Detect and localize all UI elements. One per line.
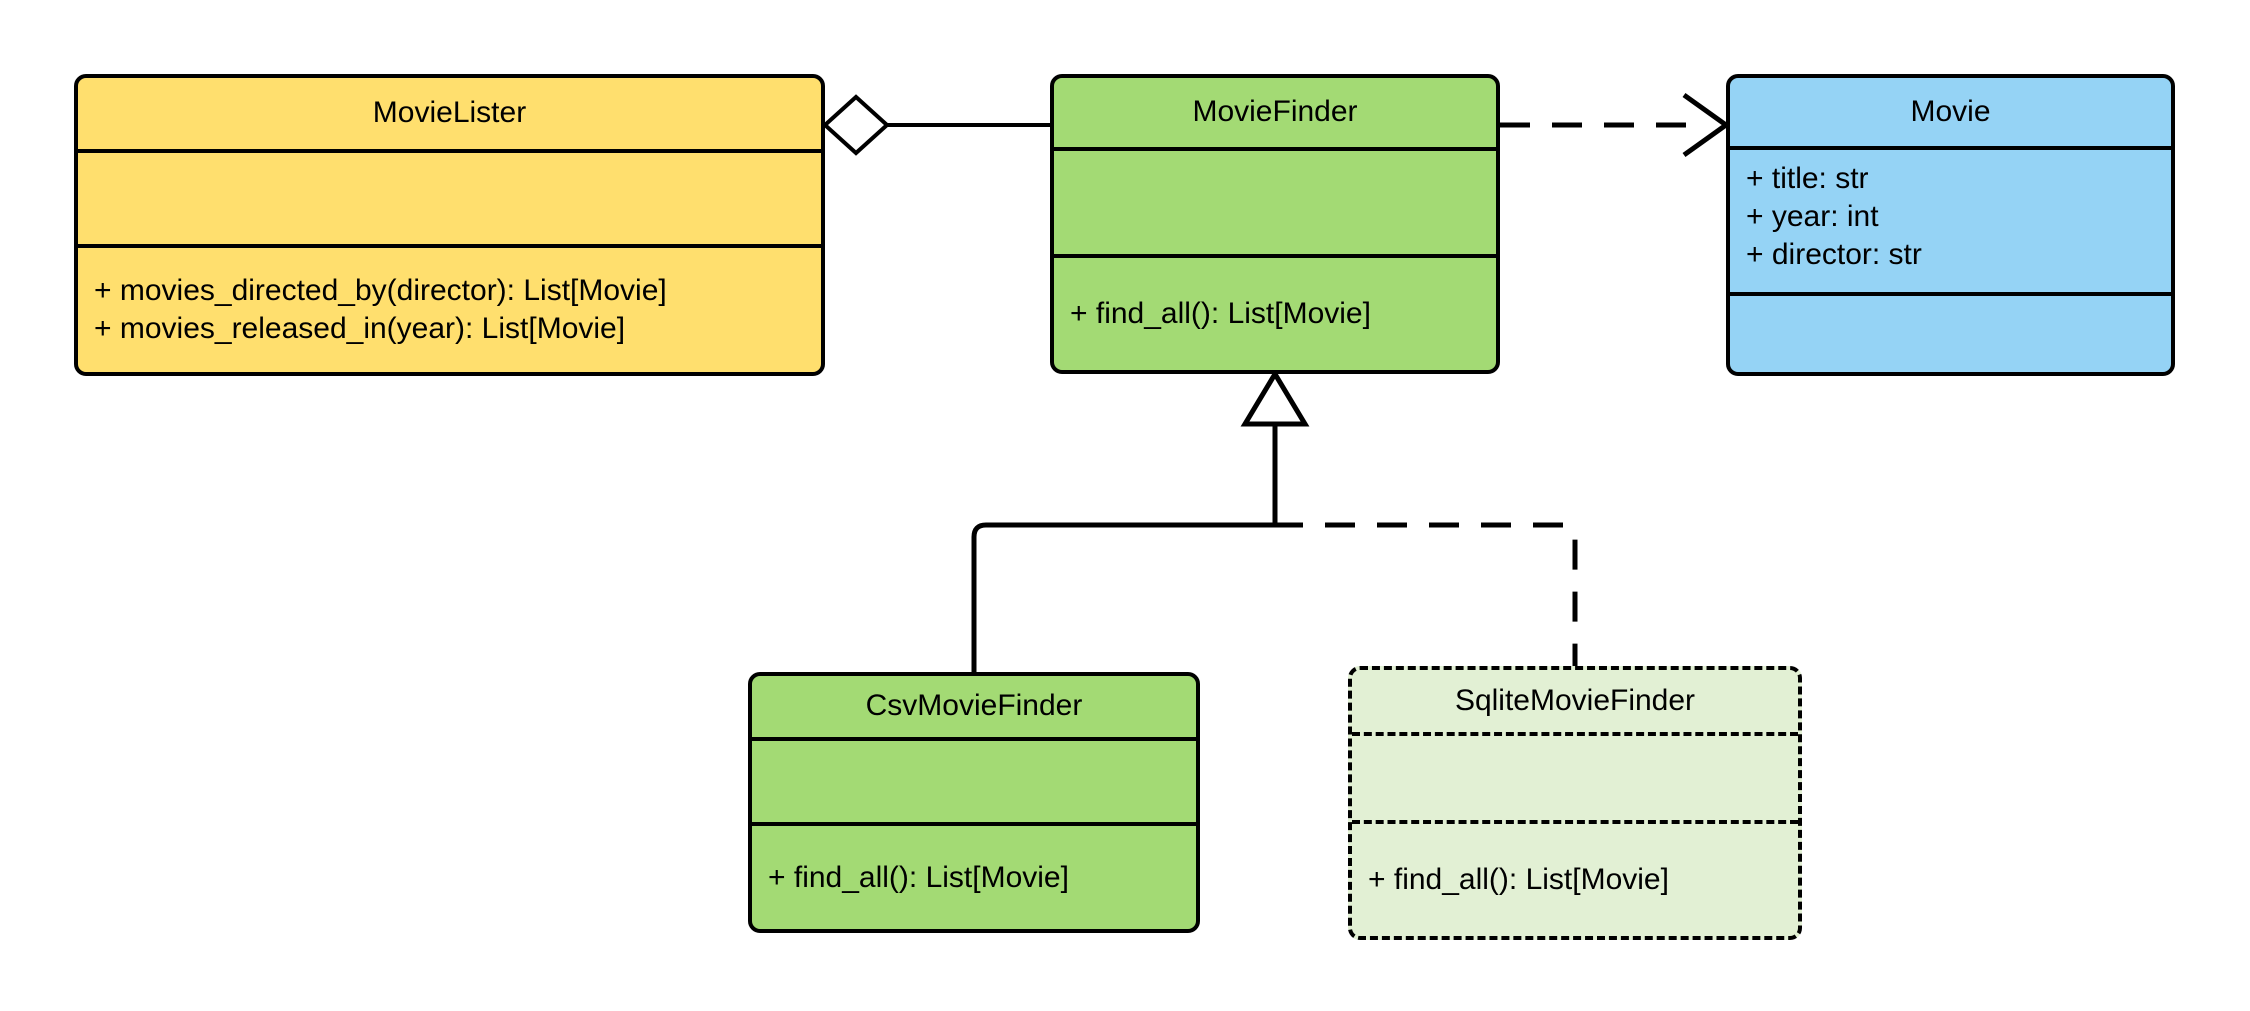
operations-compartment: + movies_directed_by(director): List[Mov… [78,244,821,372]
hollow-triangle-icon [1240,369,1310,427]
class-box-sqlitemoviefinder[interactable]: SqliteMovieFinder + find_all(): List[Mov… [1348,666,1802,940]
attribute-item: + title: str [1746,162,1869,195]
class-box-movie[interactable]: Movie + title: str + year: int + directo… [1726,74,2175,376]
operation-item: + movies_released_in(year): List[Movie] [94,312,626,345]
class-name-label: MovieFinder [1192,95,1358,129]
attributes-compartment [1054,147,1496,254]
class-name-label: SqliteMovieFinder [1454,683,1696,717]
class-name-label: Movie [1910,94,1991,128]
attributes-compartment: + title: str + year: int + director: str [1730,146,2171,292]
attributes-compartment [752,737,1196,822]
class-name-compartment: Movie [1730,78,2171,146]
operations-compartment: + find_all(): List[Movie] [1352,820,1798,936]
class-name-compartment: MovieFinder [1054,78,1496,147]
class-box-csvmoviefinder[interactable]: CsvMovieFinder + find_all(): List[Movie] [748,672,1200,933]
operation-item: + movies_directed_by(director): List[Mov… [94,274,667,308]
dependency-moviefinder-movie[interactable] [1500,92,1731,158]
class-name-compartment: MovieLister [78,78,821,149]
operations-compartment: + find_all(): List[Movie] [752,822,1196,929]
operation-item: + find_all(): List[Movie] [768,860,1069,894]
operation-item: + find_all(): List[Movie] [1070,297,1371,331]
attributes-compartment [78,149,821,244]
class-name-label: MovieLister [372,96,527,130]
attribute-item: + director: str [1746,237,1922,271]
class-name-compartment: CsvMovieFinder [752,676,1196,737]
operation-item: + find_all(): List[Movie] [1368,863,1669,897]
generalization-line-csv [971,522,1277,672]
generalization-triangle-group [1240,369,1310,525]
operations-compartment [1730,292,2171,372]
hollow-diamond-icon [822,94,890,156]
attributes-compartment [1352,732,1798,820]
class-name-compartment: SqliteMovieFinder [1352,670,1798,732]
generalization-line-sqlite [1273,522,1578,666]
attribute-item: + year: int [1746,199,1879,233]
open-arrow-icon [1682,92,1731,158]
generalization-csvmoviefinder[interactable] [971,522,1277,672]
class-name-label: CsvMovieFinder [865,689,1083,723]
aggregation-movielister-moviefinder[interactable] [822,94,1050,156]
class-box-movielister[interactable]: MovieLister + movies_directed_by(directo… [74,74,825,376]
class-box-moviefinder[interactable]: MovieFinder + find_all(): List[Movie] [1050,74,1500,374]
generalization-sqlitemoviefinder[interactable] [1273,522,1578,666]
operations-compartment: + find_all(): List[Movie] [1054,254,1496,370]
